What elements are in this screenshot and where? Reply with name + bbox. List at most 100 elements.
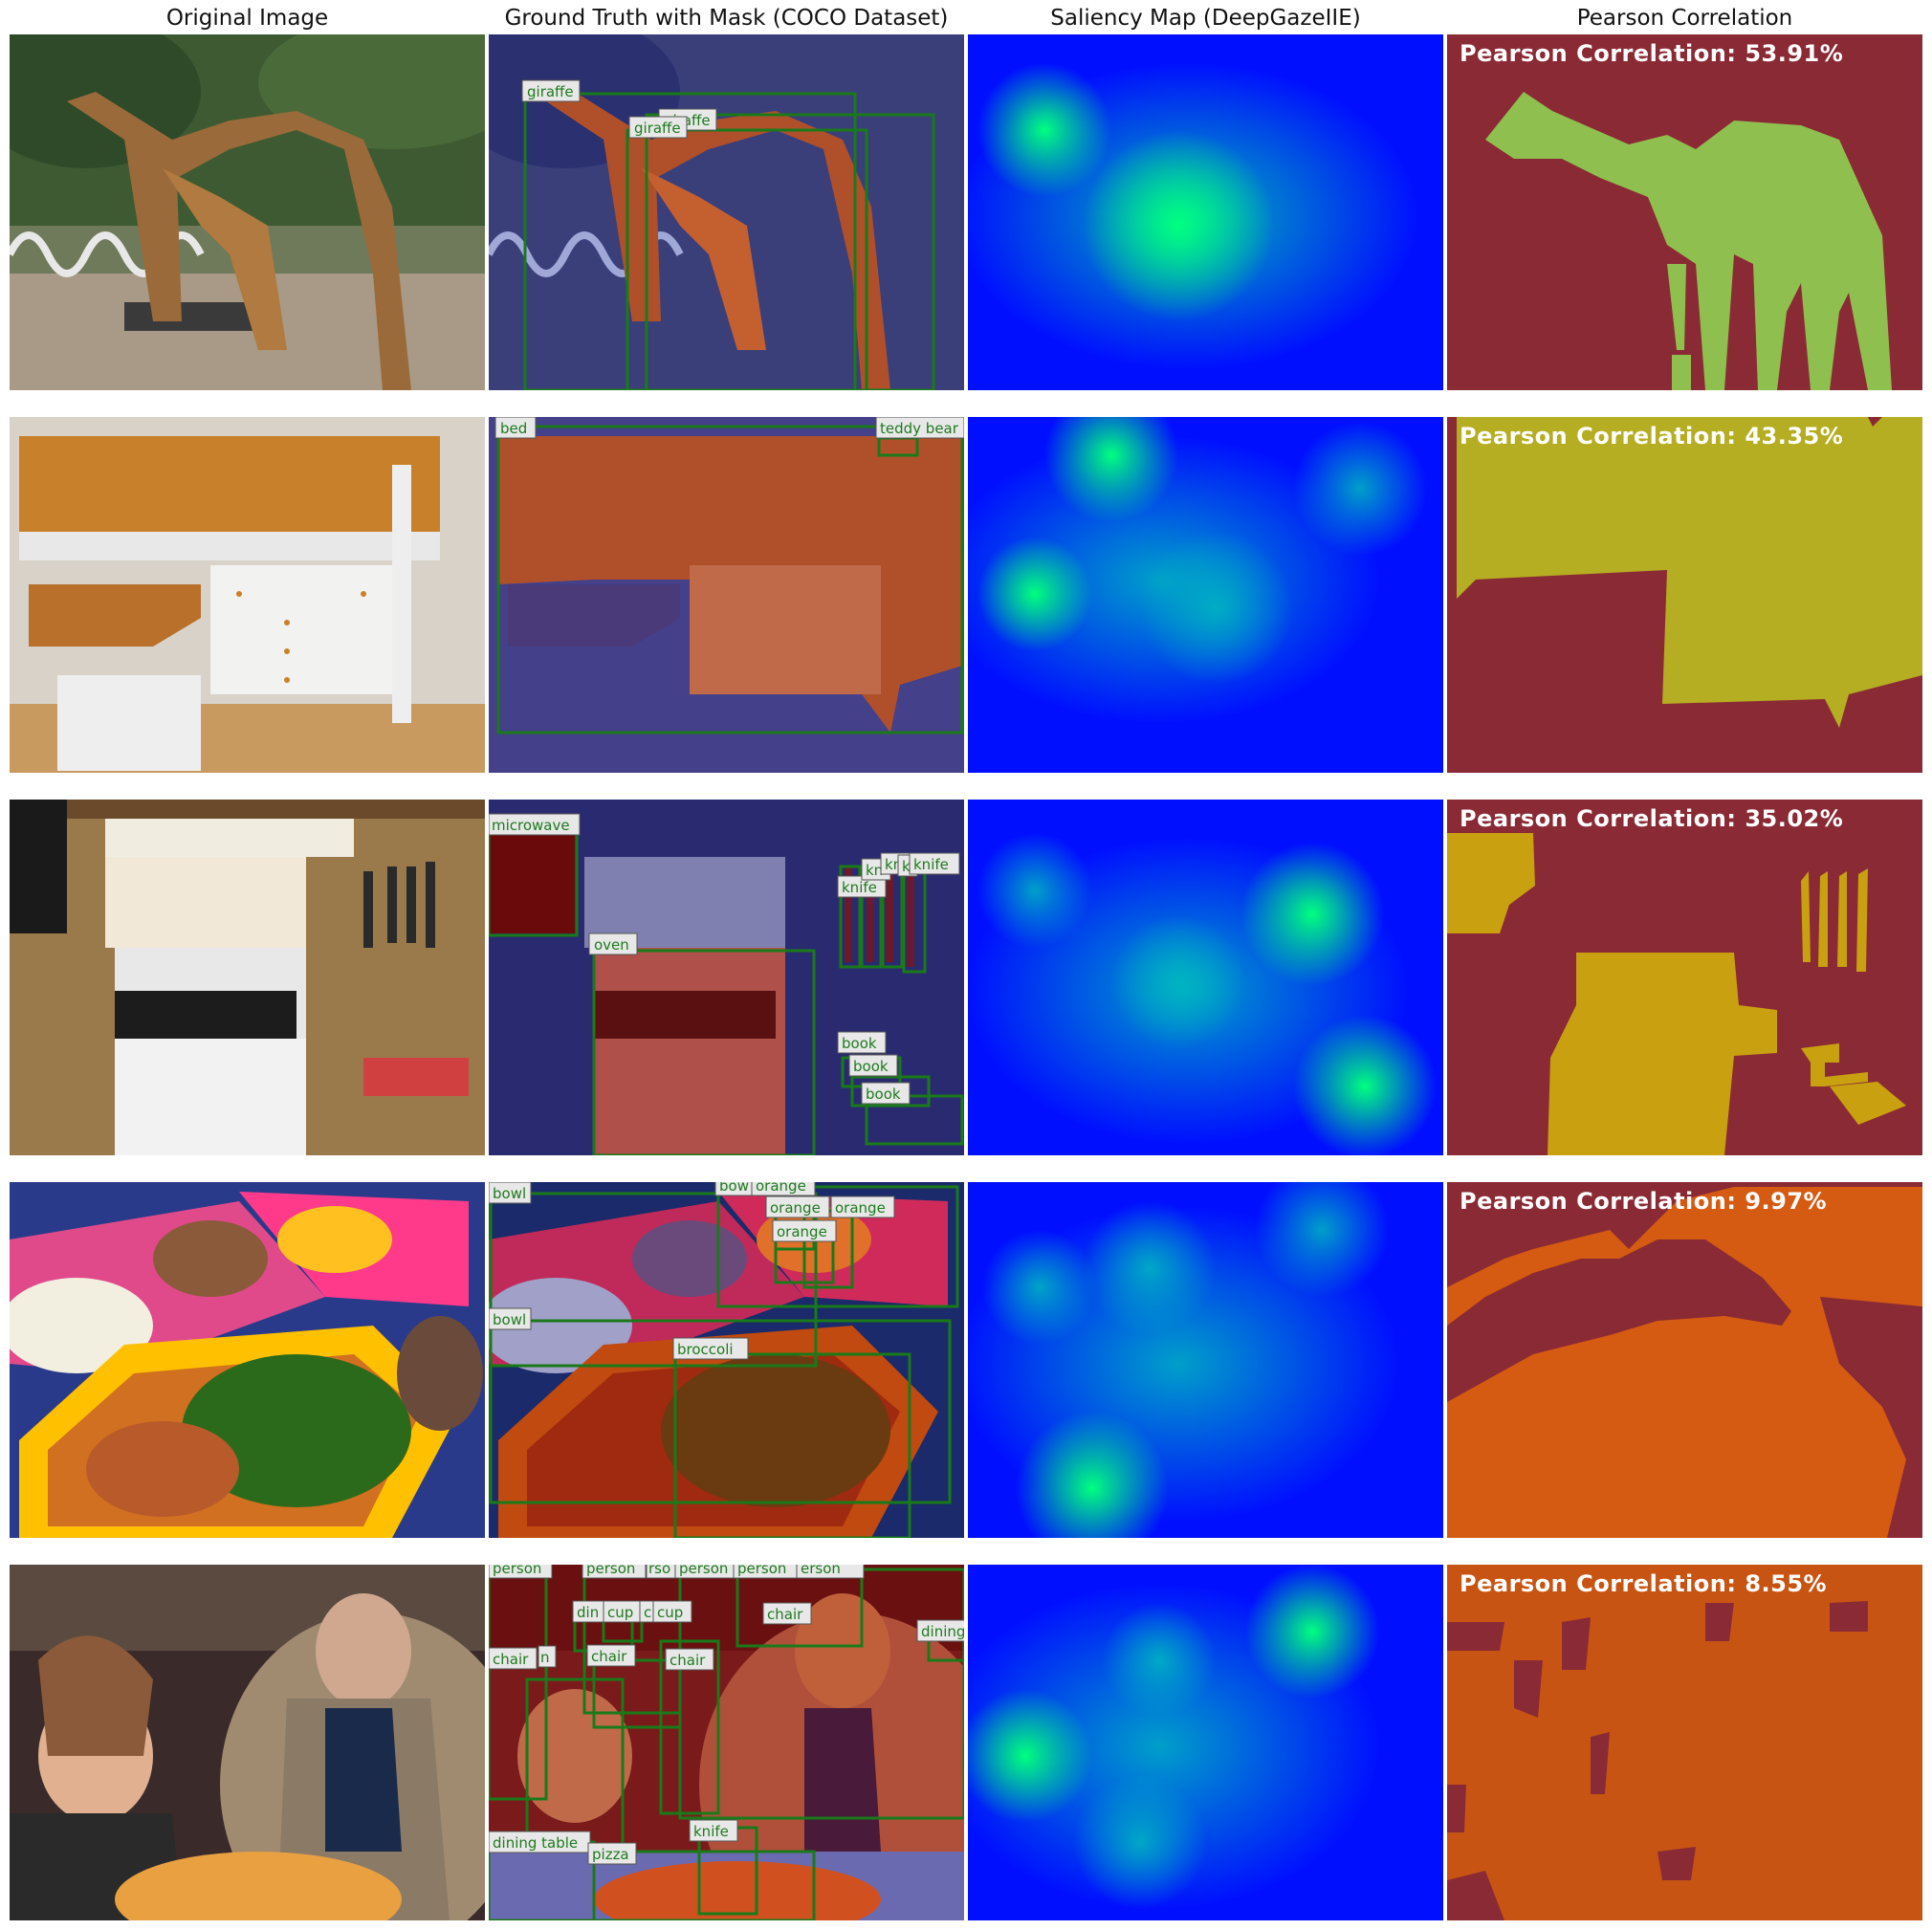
ground-truth-kitchen: microwave oven knife kn kn k knife book (489, 800, 964, 1155)
svg-text:broccoli: broccoli (677, 1341, 734, 1358)
svg-text:chair: chair (670, 1652, 706, 1669)
correlation-label: Pearson Correlation: 9.97% (1460, 1188, 1828, 1215)
column-title-ground-truth: Ground Truth with Mask (COCO Dataset) (504, 6, 949, 31)
svg-text:person: person (586, 1565, 635, 1577)
mask-label-book-3: book (861, 1082, 911, 1105)
saliency-map-bedroom (968, 417, 1443, 773)
pearson-correlation-giraffes: Pearson Correlation: 53.91% (1447, 34, 1922, 390)
mask-label-orange-3: orange (830, 1195, 895, 1218)
svg-text:cup: cup (607, 1604, 633, 1621)
svg-text:book: book (866, 1086, 901, 1103)
mask-label-cup-3: cup (652, 1600, 692, 1623)
correlation-label: Pearson Correlation: 8.55% (1460, 1570, 1828, 1597)
svg-text:dining table: dining table (493, 1834, 578, 1852)
svg-text:k: k (902, 858, 911, 875)
correlation-label: Pearson Correlation: 53.91% (1460, 40, 1844, 67)
svg-text:erson: erson (801, 1565, 841, 1577)
mask-label-orange-2: orange (765, 1195, 830, 1218)
mask-label-cup-1: cup (603, 1600, 643, 1623)
svg-text:orange: orange (777, 1223, 827, 1240)
mask-label-person-4: person (674, 1565, 737, 1579)
original-image-kitchen (10, 800, 485, 1155)
svg-text:book: book (853, 1058, 889, 1075)
mask-label-person-5: person (733, 1565, 798, 1579)
correlation-mask-region (1485, 92, 1892, 390)
pearson-correlation-lunchbox: Pearson Correlation: 9.97% (1447, 1182, 1922, 1538)
svg-text:pizza: pizza (592, 1846, 629, 1863)
svg-text:orange: orange (756, 1182, 806, 1195)
svg-text:bow: bow (719, 1182, 749, 1195)
mask-label-teddy-bear: teddy bear (875, 417, 964, 439)
mask-label-chair-2: chair (489, 1647, 538, 1670)
svg-text:chair: chair (767, 1606, 803, 1623)
column-title-original: Original Image (165, 6, 329, 31)
svg-text:giraffe: giraffe (527, 83, 574, 100)
mask-label-chair-3: chair (586, 1644, 636, 1667)
svg-text:bowl: bowl (493, 1311, 526, 1328)
svg-text:oven: oven (594, 936, 629, 954)
mask-label-chair-4: chair (665, 1648, 714, 1671)
svg-text:dining: dining (921, 1623, 964, 1640)
saliency-map-lunchbox (968, 1182, 1443, 1538)
correlation-mask-region (1447, 833, 1906, 1155)
svg-text:kn: kn (866, 862, 883, 879)
svg-text:n: n (540, 1649, 550, 1666)
svg-text:rso: rso (648, 1565, 670, 1577)
mask-label-microwave: microwave (489, 813, 581, 836)
column-title-saliency: Saliency Map (DeepGazeIIE) (1050, 6, 1361, 31)
svg-text:person: person (679, 1565, 728, 1577)
mask-label-oven: oven (588, 932, 638, 955)
mask-label-knife-5: knife (909, 852, 960, 875)
svg-text:chair: chair (493, 1651, 529, 1668)
mask-label-dining-table: dining table (489, 1831, 591, 1853)
svg-text:orange: orange (770, 1199, 821, 1217)
mask-label-book-1: book (837, 1031, 887, 1054)
original-image-bedroom (10, 417, 485, 773)
correlation-mask-region (1447, 1187, 1922, 1538)
mask-label-book-2: book (848, 1054, 898, 1077)
svg-text:cup: cup (657, 1604, 683, 1621)
mask-label-person-2: person (582, 1565, 647, 1579)
original-image-restaurant (10, 1565, 485, 1920)
saliency-map-kitchen (968, 800, 1443, 1155)
correlation-label: Pearson Correlation: 43.35% (1460, 423, 1844, 450)
mask-label-person-7: n (538, 1645, 557, 1668)
svg-text:knife: knife (913, 856, 949, 873)
mask-label-bowl-2: bow (714, 1182, 758, 1196)
svg-text:knife: knife (842, 879, 877, 896)
mask-label-broccoli: broccoli (672, 1337, 749, 1360)
mask-label-orange-1: orange (751, 1182, 816, 1196)
original-image-giraffes (10, 34, 485, 390)
svg-text:c: c (644, 1604, 651, 1621)
mask-label-person-6: erson (796, 1565, 865, 1579)
svg-text:microwave: microwave (492, 817, 570, 834)
mask-label-person-3: rso (646, 1565, 676, 1579)
svg-text:chair: chair (591, 1648, 627, 1665)
svg-text:knife: knife (693, 1823, 729, 1840)
mask-label-person-1: person (489, 1565, 553, 1579)
pearson-correlation-restaurant: Pearson Correlation: 8.55% (1447, 1565, 1922, 1920)
original-image-lunchbox (10, 1182, 485, 1538)
svg-text:book: book (842, 1035, 877, 1052)
correlation-label: Pearson Correlation: 35.02% (1460, 805, 1844, 832)
mask-label-giraffe-1: giraffe (521, 79, 581, 102)
mask-label-bed: bed (494, 417, 537, 439)
saliency-map-restaurant (968, 1565, 1443, 1920)
mask-label-dining-2: dining (916, 1619, 964, 1642)
correlation-mask-region (1457, 417, 1922, 728)
mask-label-bowl-3: bowl (489, 1307, 532, 1330)
svg-text:giraffe: giraffe (634, 120, 681, 137)
mask-label-bowl-1: bowl (489, 1182, 532, 1204)
ground-truth-bedroom: bed teddy bear (489, 417, 964, 773)
saliency-map-giraffes (968, 34, 1443, 390)
mask-label-dining-1: din (572, 1600, 606, 1623)
column-title-pearson: Pearson Correlation (1576, 6, 1793, 31)
pearson-correlation-bedroom: Pearson Correlation: 43.35% (1447, 417, 1922, 773)
mask-label-knife-1: knife (837, 875, 887, 898)
svg-text:person: person (737, 1565, 786, 1577)
svg-text:person: person (493, 1565, 541, 1577)
pearson-correlation-kitchen: Pearson Correlation: 35.02% (1447, 800, 1922, 1155)
ground-truth-lunchbox: bowl bow orange orange orange orange bow… (489, 1182, 964, 1538)
svg-text:din: din (577, 1604, 599, 1621)
ground-truth-giraffes: giraffe giraffe giraffe (489, 34, 964, 390)
